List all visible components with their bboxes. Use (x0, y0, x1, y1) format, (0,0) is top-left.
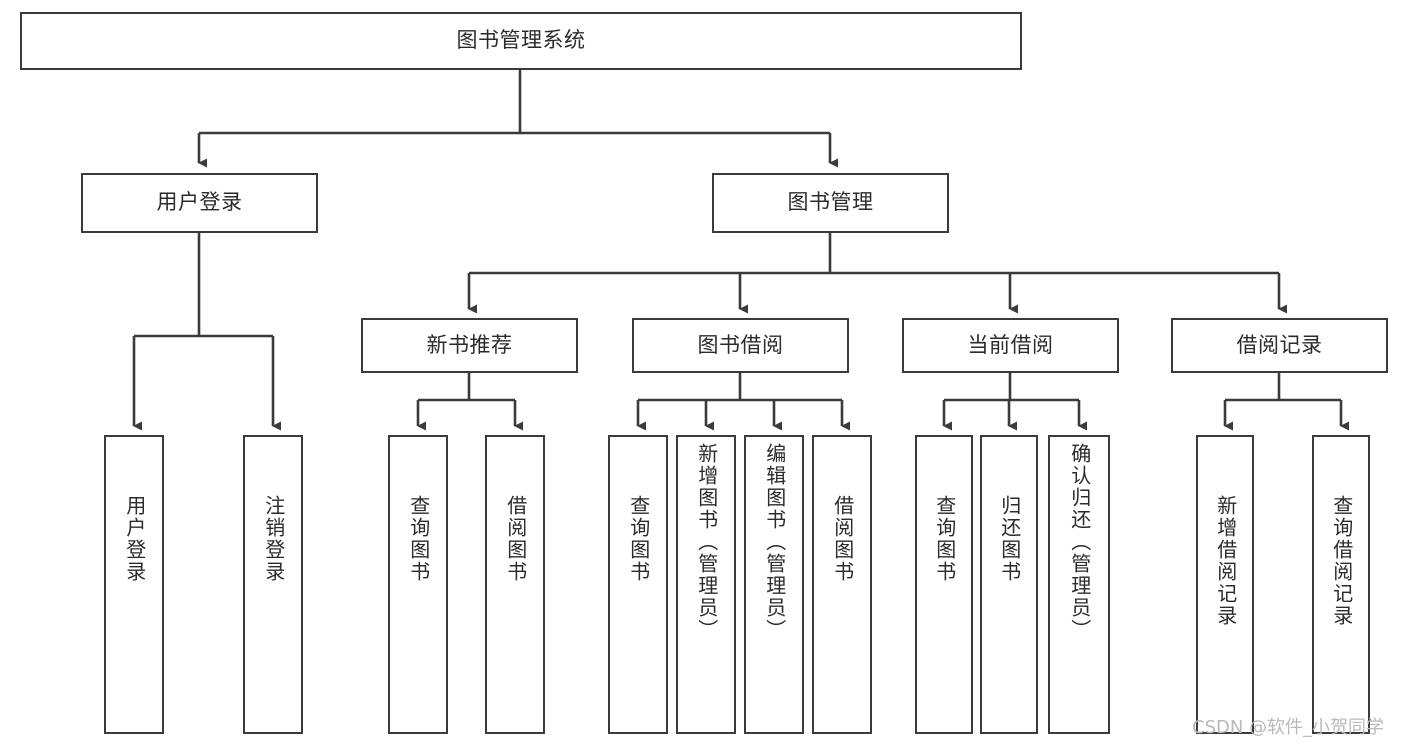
leaf-new-book-borrow-book[interactable]: 借阅图书 (485, 435, 545, 734)
leaf-current-borrow-confirm-return-admin[interactable]: 确认归还（管理员） (1048, 435, 1110, 734)
leaf-user-login-logout[interactable]: 注销登录 (243, 435, 303, 734)
node-label: 查询图书 (626, 495, 651, 583)
leaf-borrow-record-query-record[interactable]: 查询借阅记录 (1312, 435, 1370, 734)
leaf-current-borrow-query-book[interactable]: 查询图书 (915, 435, 973, 734)
node-user-login[interactable]: 用户登录 (81, 173, 318, 233)
node-book-borrow[interactable]: 图书借阅 (632, 318, 849, 373)
node-new-book-recommend[interactable]: 新书推荐 (361, 318, 578, 373)
node-label: 用户登录 (156, 190, 243, 215)
leaf-current-borrow-return-book[interactable]: 归还图书 (980, 435, 1038, 734)
node-label: 新书推荐 (426, 332, 513, 357)
leaf-user-login-login[interactable]: 用户登录 (104, 435, 164, 734)
node-label: 图书管理 (787, 190, 874, 215)
leaf-borrow-record-add-record[interactable]: 新增借阅记录 (1196, 435, 1254, 734)
node-label: 查询图书 (932, 495, 957, 583)
node-label: 查询图书 (406, 495, 431, 583)
node-label: 借阅记录 (1236, 332, 1323, 357)
leaf-book-borrow-add-book-admin[interactable]: 新增图书（管理员） (676, 435, 736, 734)
node-label: 编辑图书（管理员） (762, 443, 787, 641)
leaf-book-borrow-query-book[interactable]: 查询图书 (608, 435, 668, 734)
node-label: 借阅图书 (503, 495, 528, 583)
node-current-borrow[interactable]: 当前借阅 (902, 318, 1119, 373)
node-label: 图书管理系统 (456, 28, 586, 53)
node-root-book-management-system[interactable]: 图书管理系统 (20, 12, 1022, 70)
node-book-management[interactable]: 图书管理 (712, 173, 949, 233)
node-borrow-record[interactable]: 借阅记录 (1171, 318, 1388, 373)
node-label: 查询借阅记录 (1329, 495, 1354, 627)
node-label: 当前借阅 (967, 332, 1054, 357)
node-label: 图书借阅 (697, 332, 784, 357)
node-label: 用户登录 (122, 495, 147, 583)
node-label: 借阅图书 (830, 495, 855, 583)
node-label: 注销登录 (261, 495, 286, 583)
leaf-book-borrow-edit-book-admin[interactable]: 编辑图书（管理员） (744, 435, 804, 734)
watermark-text: CSDN @软件_小贺同学 (1192, 717, 1385, 738)
leaf-book-borrow-borrow-book[interactable]: 借阅图书 (812, 435, 872, 734)
leaf-new-book-query-book[interactable]: 查询图书 (388, 435, 448, 734)
node-label: 新增图书（管理员） (694, 443, 719, 641)
node-label: 确认归还（管理员） (1067, 443, 1092, 641)
node-label: 新增借阅记录 (1213, 495, 1238, 627)
node-label: 归还图书 (997, 495, 1022, 583)
